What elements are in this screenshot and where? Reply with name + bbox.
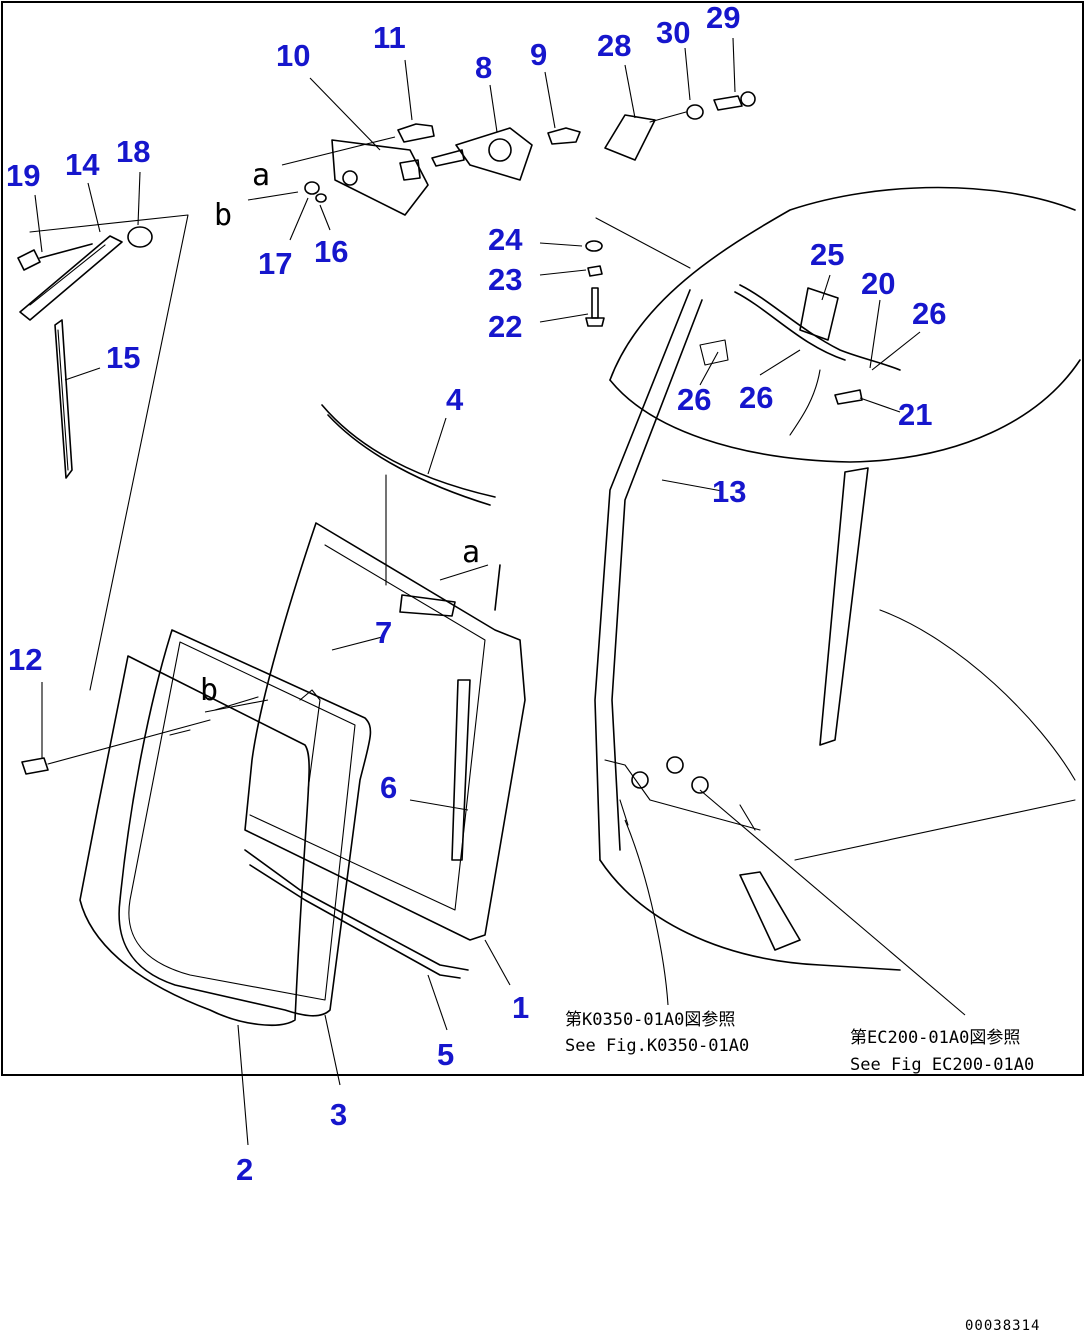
callout-15: 15: [106, 340, 140, 375]
callout-2: 2: [236, 1152, 253, 1187]
connection-letter-b-glass: b: [200, 673, 218, 708]
callout-4: 4: [446, 382, 464, 417]
connection-letter-a-frame: a: [462, 535, 480, 570]
front-glass-assembly: b a: [21, 404, 526, 1026]
callout-8: 8: [475, 50, 492, 85]
ref-note-left-jp: 第K0350-01A0図参照: [565, 1010, 735, 1030]
callout-30: 30: [656, 15, 690, 50]
cover-and-bolts: [604, 91, 756, 161]
callout-26-right: 26: [912, 296, 946, 331]
connection-letter-a-top: a: [252, 158, 270, 193]
callout-6: 6: [380, 770, 397, 805]
callout-19: 19: [6, 158, 40, 193]
drawing-code: 00038314: [965, 1318, 1040, 1334]
connection-letter-b-top: b: [214, 198, 232, 233]
callout-10: 10: [276, 38, 310, 73]
callout-17: 17: [258, 246, 292, 281]
callout-16: 16: [314, 234, 348, 269]
callout-21: 21: [898, 397, 932, 432]
callout-22: 22: [488, 309, 522, 344]
callout-28: 28: [597, 28, 631, 63]
callout-7: 7: [375, 615, 392, 650]
callout-20: 20: [861, 266, 895, 301]
mount-hardware: [585, 217, 691, 327]
ref-note-left-en: See Fig.K0350-01A0: [565, 1036, 749, 1056]
reference-notes: 第K0350-01A0図参照 See Fig.K0350-01A0 第EC200…: [565, 1010, 1034, 1075]
callout-5: 5: [437, 1037, 454, 1072]
callout-24: 24: [488, 222, 523, 257]
callout-18: 18: [116, 134, 150, 169]
callout-23: 23: [488, 262, 522, 297]
callout-3: 3: [330, 1097, 347, 1132]
callout-25: 25: [810, 237, 844, 272]
wiper-motor-group: a b: [214, 123, 581, 233]
callout-26-middle: 26: [739, 380, 773, 415]
cab-body: [594, 186, 1081, 1016]
callout-1: 1: [512, 990, 529, 1025]
ref-note-right-en: See Fig EC200-01A0: [850, 1055, 1034, 1075]
ref-note-right-jp: 第EC200-01A0図参照: [850, 1028, 1020, 1048]
callout-29: 29: [706, 0, 740, 35]
callout-26-left: 26: [677, 382, 711, 417]
callout-leaders: [34, 37, 921, 1146]
callout-14: 14: [65, 147, 100, 182]
drawing-frame: [1, 1, 1084, 1076]
callout-numbers: 1 2 3 4 5 6 7 8 9 10 11 12 13 14 15 16 1…: [6, 0, 946, 1187]
wiper-arm-assembly: [17, 214, 189, 691]
callout-9: 9: [530, 37, 547, 72]
callout-13: 13: [712, 474, 746, 509]
callout-12: 12: [8, 642, 42, 677]
callout-11: 11: [373, 20, 406, 55]
